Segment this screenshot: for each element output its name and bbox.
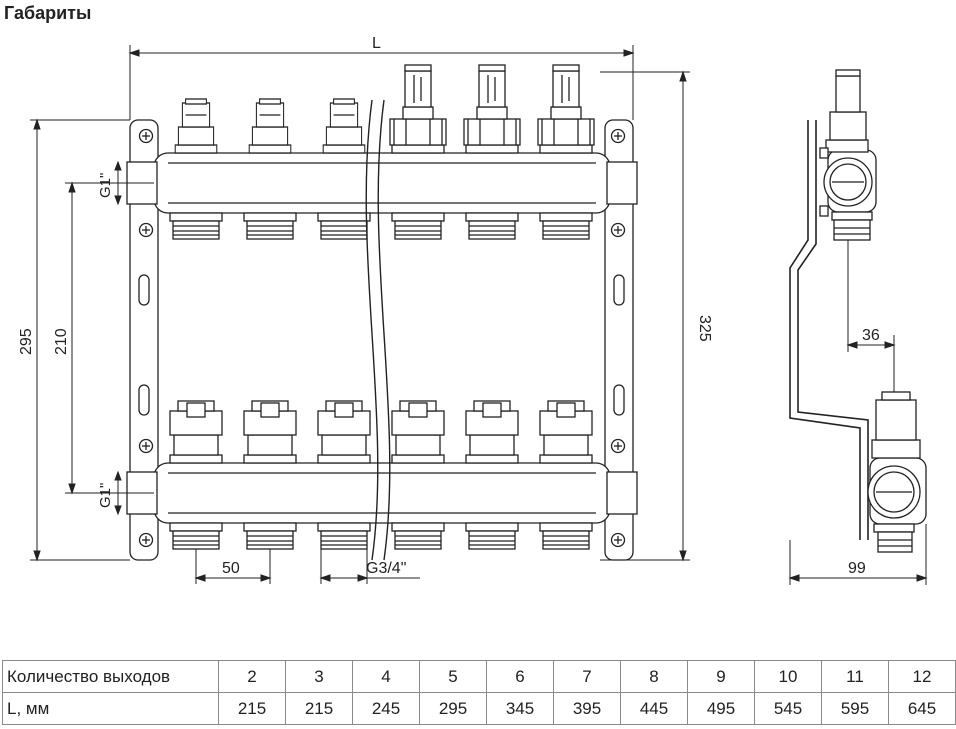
table-cell: 295 — [419, 692, 487, 725]
screw-icon — [610, 438, 626, 454]
flowmeter-icon — [835, 75, 861, 113]
table-cell: 9 — [687, 660, 755, 693]
flowmeter-icon — [463, 64, 521, 154]
outlet-nipple — [243, 522, 297, 550]
dim-outlet-thread-label: G3/4" — [366, 560, 406, 577]
valve-icon — [169, 400, 223, 464]
outlet-nipple — [877, 531, 913, 553]
outlet-nipple — [317, 212, 371, 240]
outlet-nipple — [169, 522, 223, 550]
table-cell: 3 — [285, 660, 353, 693]
outlet-nipple — [391, 212, 445, 240]
manifold-drawing: L 325 295 210 G1" G1" 50 G3/4" — [18, 35, 928, 585]
table-cell: 395 — [553, 692, 621, 725]
outlet-nipple — [391, 522, 445, 550]
screw-icon — [610, 222, 626, 238]
valve-icon — [317, 400, 371, 464]
screw-icon — [138, 438, 154, 454]
break-line — [377, 99, 391, 561]
table-cell: 495 — [687, 692, 755, 725]
dim-length-label: L — [372, 35, 381, 52]
table-cell: 4 — [352, 660, 420, 693]
valve-icon — [243, 400, 297, 464]
valve-icon — [391, 400, 445, 464]
table-cell: 445 — [620, 692, 688, 725]
screw-icon — [610, 532, 626, 548]
dim-pitch-label: 50 — [222, 560, 240, 577]
table-row-label: Количество выходов — [2, 660, 219, 693]
valve-icon — [875, 399, 917, 441]
outlet-nipple — [539, 522, 593, 550]
dim-side-offset-label: 36 — [862, 327, 880, 344]
side-dimensions — [788, 240, 928, 585]
outlet-nipple — [317, 522, 371, 550]
top-manifold-pipe — [153, 152, 611, 214]
outlet-nipple — [243, 212, 297, 240]
break-line — [365, 99, 379, 561]
table-cell: 215 — [285, 692, 353, 725]
table-cell: 545 — [754, 692, 822, 725]
dimensions-table: Количество выходов 2 3 4 5 6 7 8 9 10 11… — [2, 660, 956, 725]
outlet-nipple — [539, 212, 593, 240]
table-cell: 6 — [486, 660, 554, 693]
thread-bottom-label: G1" — [97, 483, 114, 508]
outlet-nipple — [833, 219, 871, 241]
valve-icon — [465, 400, 519, 464]
screw-icon — [138, 532, 154, 548]
side-bracket — [789, 120, 861, 540]
table-cell: 7 — [553, 660, 621, 693]
valve-icon — [539, 400, 593, 464]
dim-height-frame-label: 295 — [18, 328, 35, 355]
table-cell: 595 — [821, 692, 889, 725]
screw-icon — [138, 128, 154, 144]
table-cell: 12 — [888, 660, 956, 693]
table-cell: 645 — [888, 692, 956, 725]
bottom-manifold-pipe — [153, 462, 611, 524]
outlet-nipple — [465, 522, 519, 550]
screw-icon — [610, 128, 626, 144]
table-cell: 10 — [754, 660, 822, 693]
table-cell: 345 — [486, 692, 554, 725]
table-cell: 8 — [620, 660, 688, 693]
table-cell: 215 — [218, 692, 286, 725]
thread-top-label: G1" — [97, 173, 114, 198]
dim-side-depth-label: 99 — [848, 560, 866, 577]
front-view — [126, 64, 638, 561]
flowmeter-icon — [389, 64, 447, 154]
table-row: L, мм 215 215 245 295 345 395 445 495 54… — [2, 692, 956, 725]
page-title: Габариты — [4, 3, 92, 23]
table-cell: 5 — [419, 660, 487, 693]
dim-axis-distance-label: 210 — [53, 328, 70, 355]
side-view — [789, 69, 927, 553]
outlet-nipple — [169, 212, 223, 240]
screw-icon — [138, 222, 154, 238]
outlet-nipple — [465, 212, 519, 240]
flowmeter-icon — [537, 64, 595, 154]
dim-height-total-label: 325 — [696, 315, 713, 342]
table-cell: 2 — [218, 660, 286, 693]
front-dimensions — [30, 45, 690, 584]
table-cell: 245 — [352, 692, 420, 725]
table-row: Количество выходов 2 3 4 5 6 7 8 9 10 11… — [2, 660, 956, 693]
table-cell: 11 — [821, 660, 889, 693]
table-row-label: L, мм — [2, 692, 219, 725]
